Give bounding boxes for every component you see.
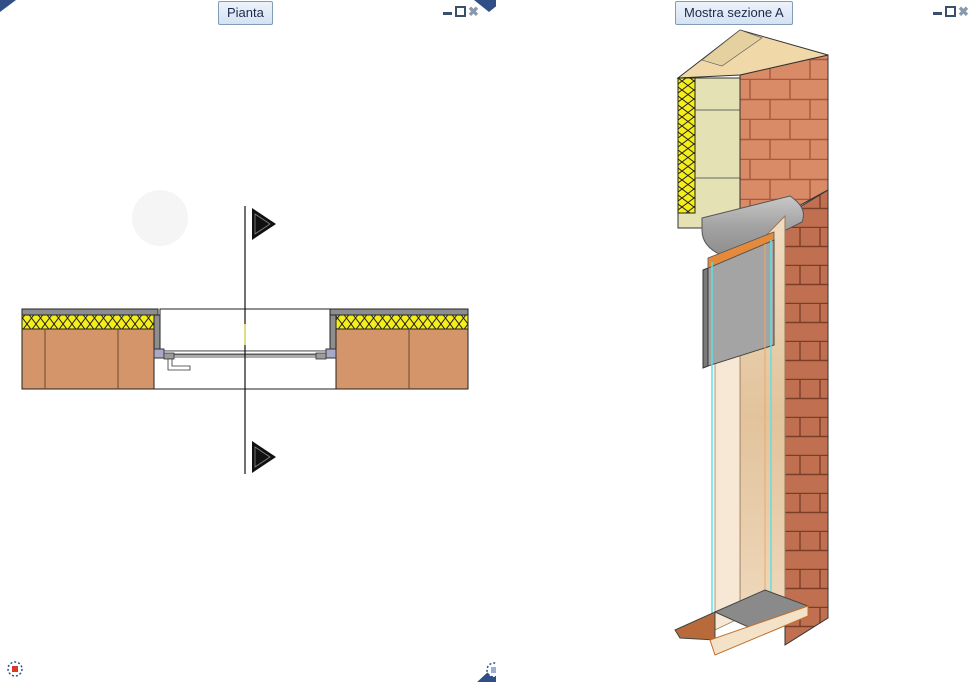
shutter-box xyxy=(677,75,741,238)
right-wall xyxy=(329,308,469,390)
glass-pane xyxy=(711,240,772,635)
minimize-icon[interactable] xyxy=(932,6,943,17)
section-3d-drawing[interactable] xyxy=(490,0,980,685)
rolling-shutter xyxy=(702,231,775,369)
maximize-icon[interactable] xyxy=(945,6,956,17)
navigation-compass-icon[interactable] xyxy=(474,660,496,682)
plan-window-controls: ✖ xyxy=(442,4,479,19)
plan-view-pane[interactable]: Pianta ✖ xyxy=(0,0,490,685)
plan-view-tab[interactable]: Pianta xyxy=(218,1,273,25)
navigation-compass-icon[interactable] xyxy=(4,658,26,680)
section-marker-top-icon[interactable] xyxy=(252,208,276,240)
window-sill xyxy=(674,589,810,656)
close-icon[interactable]: ✖ xyxy=(958,4,969,19)
section-marker-bottom-icon[interactable] xyxy=(252,441,276,473)
maximize-icon[interactable] xyxy=(455,6,466,17)
top-corner-icon xyxy=(474,0,496,12)
section-window-controls: ✖ xyxy=(932,4,969,19)
section-view-tab[interactable]: Mostra sezione A xyxy=(675,1,793,25)
faint-logo-watermark xyxy=(132,190,188,246)
plan-drawing[interactable] xyxy=(0,0,490,685)
section-view-pane[interactable]: Mostra sezione A ✖ xyxy=(474,0,980,685)
wall-top-face xyxy=(676,29,829,79)
close-icon[interactable]: ✖ xyxy=(468,4,479,19)
left-wall xyxy=(21,308,161,390)
top-left-corner-icon xyxy=(0,0,16,12)
wall-side-face xyxy=(784,189,829,646)
minimize-icon[interactable] xyxy=(442,6,453,17)
